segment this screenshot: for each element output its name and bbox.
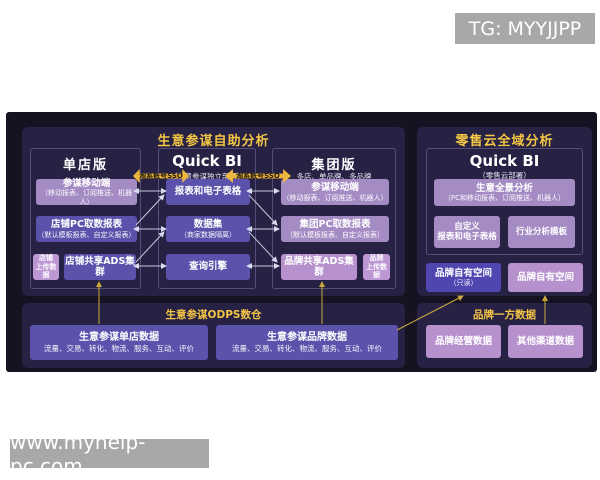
box-subtitle: 流量、交易、转化、物流、服务、互动、评价 xyxy=(44,344,194,353)
sso-arrow-label: 淘系账号SSO xyxy=(139,172,183,180)
panel-title-sycm: 生意参谋自助分析 xyxy=(157,134,270,149)
column-group-version: 集团版 多店、单品牌、多品牌 参谋移动端 （移动报表、订阅推送、机器人） 集团P… xyxy=(272,148,396,289)
box-title: 行业分析模板 xyxy=(515,226,567,237)
column-quickbi-standalone: Quick BI （生意参谋独立部署） 报表和电子表格 数据集 （商家数据隔离）… xyxy=(158,148,256,289)
column-header-quickbi-retail: Quick BI xyxy=(469,152,540,170)
box-subtitle: （移动报表、订阅推送、机器人） xyxy=(282,193,388,202)
box-subtitle: （默认模板报表、自定义报表） xyxy=(37,230,136,239)
box-title: 品牌经营数据 xyxy=(434,335,492,347)
column-header-quickbi: Quick BI xyxy=(172,152,242,170)
panel-title-retail: 零售云全域分析 xyxy=(455,134,554,149)
box-title: 参谋移动端 xyxy=(62,177,111,189)
box-subtitle: （移动报表、订阅推送、机器人） xyxy=(41,189,132,206)
architecture-diagram: 生意参谋自助分析 单店版 参谋移动端 （移动报表、订阅推送、机器人） 店铺PC取… xyxy=(6,112,597,372)
box-title: 其他渠道数据 xyxy=(516,335,574,347)
panel-sycm-selfservice: 生意参谋自助分析 单店版 参谋移动端 （移动报表、订阅推送、机器人） 店铺PC取… xyxy=(22,127,405,296)
panel-label-firstparty: 品牌一方数据 xyxy=(473,309,536,321)
box-title: 生意参谋品牌数据 xyxy=(267,332,347,343)
box-title: 品牌自有空间 xyxy=(516,271,574,283)
panel-retail-cloud: 零售云全域分析 Quick BI （零售云部署） 生意全景分析 （PC和移动报表… xyxy=(417,127,592,296)
watermark-telegram-text: TG: MYYJJPP xyxy=(468,17,582,40)
box-brand-own-space: 品牌自有空间 xyxy=(508,263,583,292)
panel-brand-firstparty-data: 品牌一方数据 品牌经营数据 其他渠道数据 xyxy=(417,303,592,368)
box-brand-upload-data: 品牌 上传数据 xyxy=(363,254,390,280)
box-title-line2: 报表和电子表格 xyxy=(437,232,497,242)
panel-label-odps: 生意参谋ODPS数仓 xyxy=(165,309,262,321)
box-title: 数据集 xyxy=(193,219,223,231)
box-title: 报表和电子表格 xyxy=(174,186,242,198)
box-custom-report: 自定义 报表和电子表格 xyxy=(434,216,500,248)
box-title: 品牌共享ADS集群 xyxy=(284,255,354,278)
column-header-single-store: 单店版 xyxy=(62,158,108,173)
box-brand-operation-data: 品牌经营数据 xyxy=(426,325,501,358)
box-sycm-store-data: 生意参谋单店数据 流量、交易、转化、物流、服务、互动、评价 xyxy=(30,325,208,360)
box-group-pc-report: 集团PC取数报表 （默认模板报表、自定义报表） xyxy=(281,216,389,242)
box-title-line1: 店铺 xyxy=(39,254,53,263)
watermark-telegram-badge: TG: MYYJJPP xyxy=(455,13,595,44)
box-report-spreadsheet: 报表和电子表格 xyxy=(166,179,250,205)
watermark-url-badge: www.myhelp-pc.com xyxy=(10,430,209,478)
box-subtitle: （默认模板报表、自定义报表） xyxy=(286,230,384,239)
box-subtitle: （商家数据隔离） xyxy=(180,230,236,239)
box-title: 生意参谋单店数据 xyxy=(79,332,159,343)
box-subtitle: （PC和移动报表、订阅推送、机器人） xyxy=(443,194,566,202)
sso-arrow-label: 淘系账号SSO xyxy=(236,172,280,180)
box-title: 生意全景分析 xyxy=(475,182,533,194)
column-quickbi-retail: Quick BI （零售云部署） 生意全景分析 （PC和移动报表、订阅推送、机器… xyxy=(426,148,583,255)
column-single-store: 单店版 参谋移动端 （移动报表、订阅推送、机器人） 店铺PC取数报表 （默认模板… xyxy=(30,148,141,289)
box-other-channel-data: 其他渠道数据 xyxy=(508,325,583,358)
box-shop-pc-report: 店铺PC取数报表 （默认模板报表、自定义报表） xyxy=(36,216,137,242)
box-business-panorama: 生意全景分析 （PC和移动报表、订阅推送、机器人） xyxy=(434,179,575,206)
box-title: 查询引擎 xyxy=(188,261,227,273)
panel-odps-warehouse: 生意参谋ODPS数仓 生意参谋单店数据 流量、交易、转化、物流、服务、互动、评价… xyxy=(22,303,405,368)
box-subtitle: （只读） xyxy=(449,279,478,287)
column-subheader-group: 多店、单品牌、多品牌 xyxy=(296,172,372,181)
box-shop-ads-cluster: 店铺共享ADS集群 xyxy=(64,254,136,280)
box-dataset: 数据集 （商家数据隔离） xyxy=(166,216,250,242)
box-title-line1: 品牌 xyxy=(369,254,384,263)
box-title: 品牌自有空间 xyxy=(434,267,492,279)
box-industry-template: 行业分析模板 xyxy=(508,216,575,248)
box-title-line2: 上传数据 xyxy=(366,262,387,280)
box-title-line1: 自定义 xyxy=(454,221,480,232)
box-brand-ads-cluster: 品牌共享ADS集群 xyxy=(281,254,357,280)
box-title: 店铺共享ADS集群 xyxy=(65,255,135,278)
box-title: 集团PC取数报表 xyxy=(299,219,371,231)
watermark-url-text: www.myhelp-pc.com xyxy=(10,429,146,478)
box-sycm-brand-data: 生意参谋品牌数据 流量、交易、转化、物流、服务、互动、评价 xyxy=(216,325,398,360)
box-shop-upload-data: 店铺 上传数据 xyxy=(33,254,59,280)
box-mobile-client-single: 参谋移动端 （移动报表、订阅推送、机器人） xyxy=(36,177,137,206)
box-title-line2: 上传数据 xyxy=(35,262,57,280)
column-subheader-quickbi: （生意参谋独立部署） xyxy=(169,172,245,181)
column-header-group: 集团版 xyxy=(311,158,357,173)
column-subheader-quickbi-retail: （零售云部署） xyxy=(478,171,531,180)
box-query-engine: 查询引擎 xyxy=(166,254,250,280)
box-title: 店铺PC取数报表 xyxy=(51,219,122,231)
box-title: 参谋移动端 xyxy=(311,182,359,194)
box-subtitle: 流量、交易、转化、物流、服务、互动、评价 xyxy=(232,344,382,353)
box-mobile-client-group: 参谋移动端 （移动报表、订阅推送、机器人） xyxy=(281,179,389,205)
box-brand-own-space-readonly: 品牌自有空间 （只读） xyxy=(426,263,501,292)
